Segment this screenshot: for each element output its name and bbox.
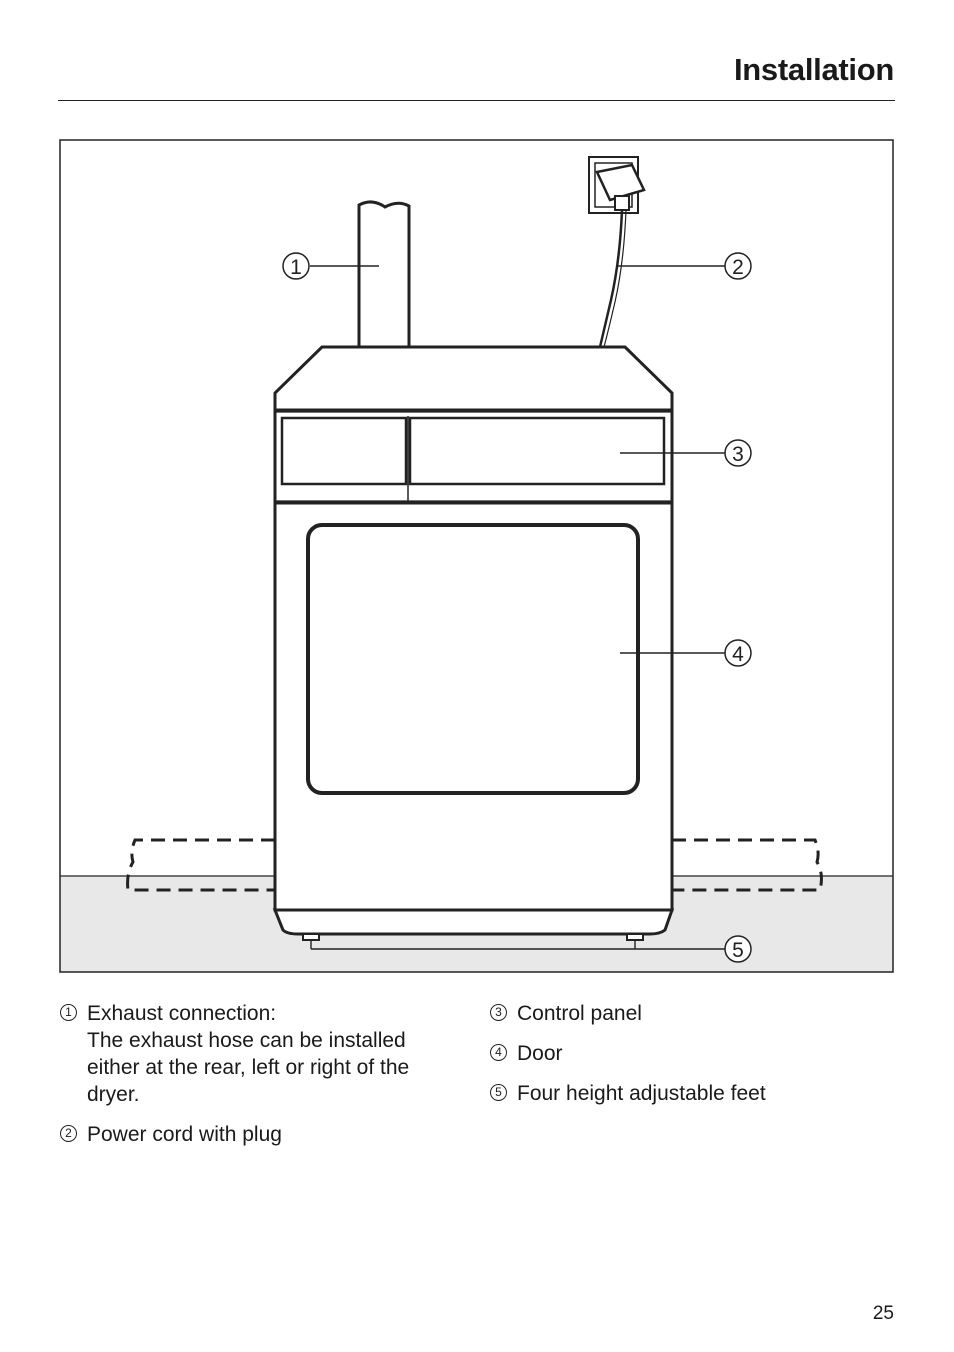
legend-item-feet: 5 Four height adjustable feet	[490, 1080, 910, 1107]
legend-label: Door	[517, 1042, 563, 1065]
callout-2-label: 2	[732, 256, 744, 279]
door	[306, 523, 640, 795]
legend-item-door: 4 Door	[490, 1040, 910, 1067]
figure-frame	[59, 139, 894, 973]
callout-3-label: 3	[732, 443, 744, 466]
legend-description: The exhaust hose can be installed either…	[87, 1029, 410, 1106]
page-number: 25	[872, 1303, 894, 1324]
callout-4: 4	[724, 639, 752, 667]
legend-label: Four height adjustable feet	[517, 1082, 766, 1105]
control-panel	[280, 416, 666, 501]
legend-number: 4	[490, 1044, 507, 1061]
callout-5: 5	[724, 935, 752, 963]
callout-5-label: 5	[732, 939, 744, 962]
legend-right-column: 3 Control panel 4 Door 5 Four height adj…	[490, 1000, 910, 1120]
callout-2: 2	[724, 252, 752, 280]
dashed-outline	[126, 838, 823, 892]
legend-label: Control panel	[517, 1002, 642, 1025]
legend-label: Power cord with plug	[87, 1123, 282, 1146]
exhaust-pipe	[357, 200, 411, 349]
page-title: Installation	[733, 52, 894, 87]
power-outlet	[588, 156, 646, 214]
legend-number: 3	[490, 1004, 507, 1021]
legend-left-column: 1 Exhaust connection: The exhaust hose c…	[60, 1000, 460, 1161]
legend-number: 2	[60, 1125, 77, 1142]
leader-lines	[310, 265, 725, 950]
callout-1-label: 1	[290, 256, 302, 279]
callout-4-label: 4	[732, 643, 744, 666]
callout-3: 3	[724, 439, 752, 467]
legend-item-power-cord: 2 Power cord with plug	[60, 1121, 460, 1148]
legend-label: Exhaust connection:	[87, 1002, 277, 1025]
title-rule	[58, 100, 895, 101]
dryer-installation-figure: 1 2 3 4 5	[59, 139, 894, 973]
legend-number: 5	[490, 1084, 507, 1101]
legend-number: 1	[60, 1004, 77, 1021]
power-cord	[598, 209, 624, 348]
callout-1: 1	[282, 252, 310, 280]
legend-item-control-panel: 3 Control panel	[490, 1000, 910, 1027]
legend-item-exhaust: 1 Exhaust connection: The exhaust hose c…	[60, 1000, 460, 1108]
